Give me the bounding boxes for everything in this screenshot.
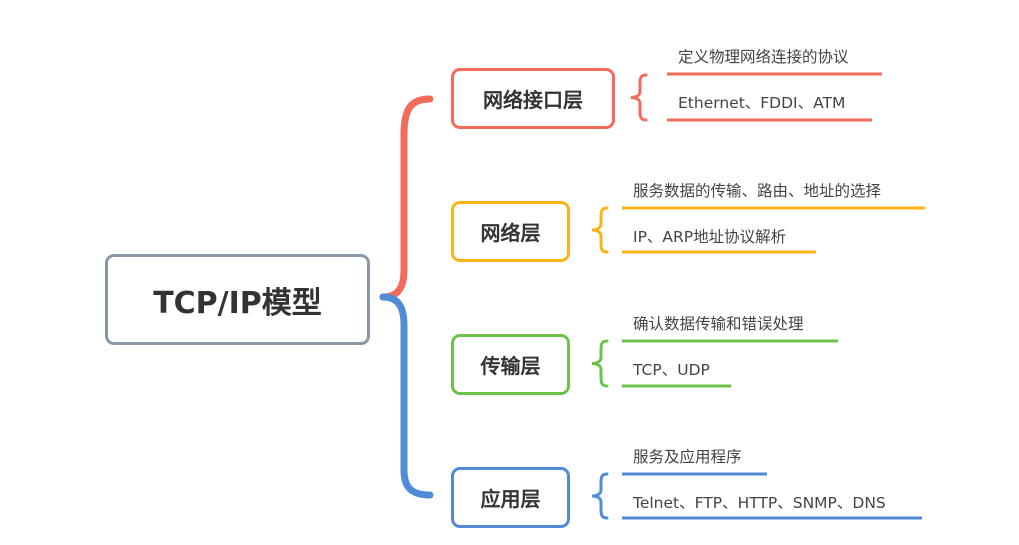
sub-brace [591,206,609,254]
sub-brace [630,73,648,122]
layer-label: 网络层 [480,221,541,245]
sub-brace [591,472,609,520]
leaf-text[interactable]: 服务数据的传输、路由、地址的选择 [633,182,882,200]
leaf-text[interactable]: Telnet、FTP、HTTP、SNMP、DNS [633,494,886,512]
leaf-text[interactable]: Ethernet、FDDI、ATM [678,94,846,112]
layer-node-application[interactable]: 应用层 [451,467,570,528]
root-brace-bottom [379,293,434,499]
layer-node-network[interactable]: 网络层 [451,201,570,262]
root-node[interactable]: TCP/IP模型 [105,254,370,345]
layer-node-transport[interactable]: 传输层 [451,334,570,395]
layer-label: 应用层 [480,487,541,511]
sub-brace [591,339,609,388]
leaf-text[interactable]: IP、ARP地址协议解析 [633,228,787,246]
leaf-text[interactable]: 确认数据传输和错误处理 [633,315,804,333]
leaf-text[interactable]: 服务及应用程序 [633,448,742,466]
leaf-text[interactable]: TCP、UDP [633,361,710,379]
root-brace-top [379,95,434,301]
layer-label: 传输层 [480,354,541,378]
layer-label: 网络接口层 [483,88,583,112]
leaf-text[interactable]: 定义物理网络连接的协议 [678,48,849,66]
layer-node-network-interface[interactable]: 网络接口层 [451,68,615,129]
root-label: TCP/IP模型 [153,285,322,321]
